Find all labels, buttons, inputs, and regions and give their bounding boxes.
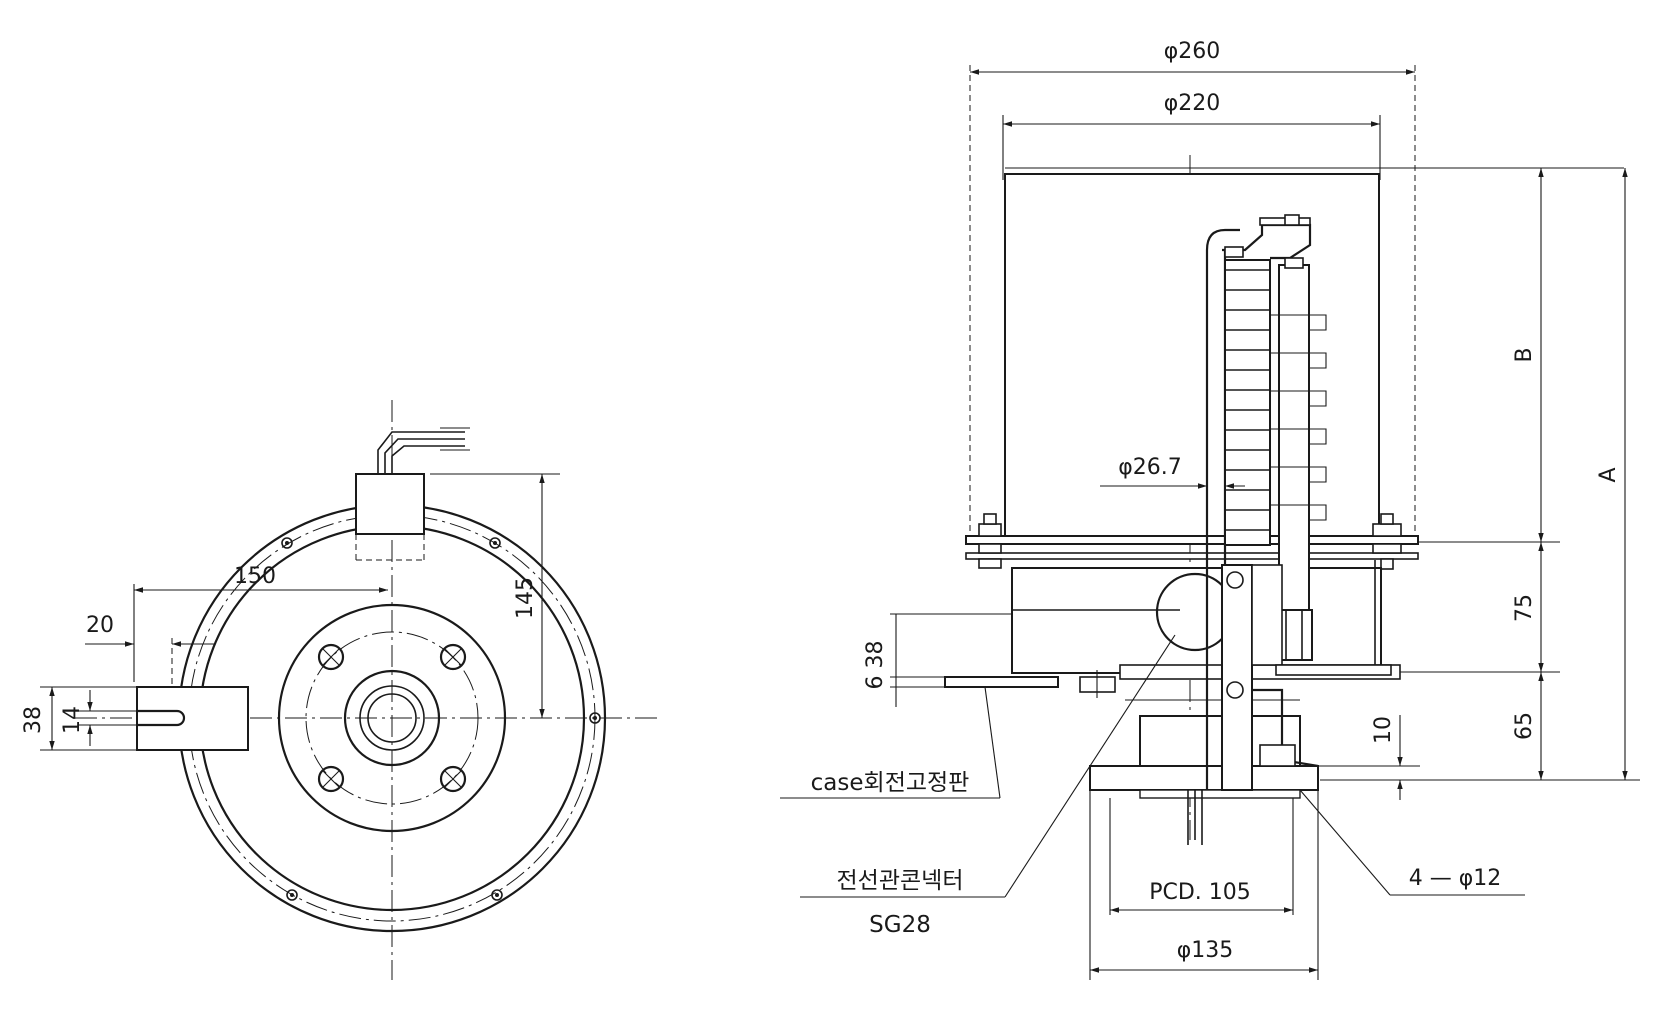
dim-14-label: 14: [60, 706, 85, 734]
cover-outline: [969, 65, 1624, 537]
dim-20-label: 20: [86, 613, 114, 638]
case-plate-label: case회전고정판: [811, 770, 970, 796]
dim-phi135: φ135: [1089, 790, 1319, 980]
dim-phi260-label: φ260: [1164, 39, 1221, 64]
dim-A-label: A: [1596, 467, 1621, 482]
holes-label: 4 — φ12: [1409, 866, 1502, 891]
dim-phi220: φ220: [1003, 91, 1380, 127]
slip-ring-assembly: [1205, 214, 1392, 791]
dim-150: 150: [133, 564, 388, 682]
dim-phi26-7: φ26.7: [1100, 455, 1245, 489]
dim-145-label: 145: [513, 577, 538, 619]
dim-pcd105: PCD. 105: [1109, 798, 1294, 915]
top-connector-block: [355, 427, 470, 561]
dim-A: A: [1596, 168, 1628, 780]
dim-38-14: 38 14: [21, 686, 137, 751]
dim-10-label: 10: [1371, 716, 1396, 744]
dim-65-label: 65: [1512, 712, 1537, 740]
dim-phi26-7-label: φ26.7: [1118, 455, 1182, 480]
dim-pcd105-label: PCD. 105: [1149, 880, 1251, 905]
leader-conduit-connector: 전선관콘넥터 SG28: [800, 634, 1176, 938]
dim-75-label: 75: [1512, 594, 1537, 622]
dim-B-label: B: [1512, 347, 1537, 362]
leader-case-plate: case회전고정판: [780, 686, 1001, 799]
dim-150-label: 150: [234, 564, 276, 589]
lower-housing: [944, 567, 1401, 845]
dim-20: 20: [85, 613, 215, 647]
left-plan-view: 150 20 145 38 14: [21, 400, 660, 980]
hub-circle: [343, 669, 441, 767]
dim-38-label: 38: [21, 706, 46, 734]
leader-4-phi12: 4 — φ12: [1299, 789, 1525, 896]
right-side-view: φ260 φ220 φ26.7 B A 75: [780, 39, 1640, 980]
dim-B: B: [1418, 168, 1560, 543]
dim-145: 145: [430, 473, 560, 718]
dim-6-38-label: 6 38: [863, 641, 888, 690]
brush-contacts: [1270, 314, 1327, 521]
ring-screws: [281, 537, 601, 901]
mounting-flange-circle: [277, 603, 507, 833]
dim-phi260: φ260: [970, 39, 1415, 75]
connector-name-label: 전선관콘넥터: [837, 868, 964, 894]
dim-10: 10: [1300, 715, 1420, 800]
connector-code-label: SG28: [869, 912, 931, 938]
dim-75: 75: [1400, 542, 1560, 673]
dim-phi220-label: φ220: [1164, 91, 1221, 116]
flange-bolt-holes: [317, 643, 467, 793]
dim-6-38: 6 38: [863, 613, 1012, 707]
side-rotation-plate: [136, 638, 249, 751]
dim-65: 65: [1320, 672, 1640, 781]
mounting-plate: [965, 513, 1419, 570]
dim-phi135-label: φ135: [1177, 938, 1234, 963]
